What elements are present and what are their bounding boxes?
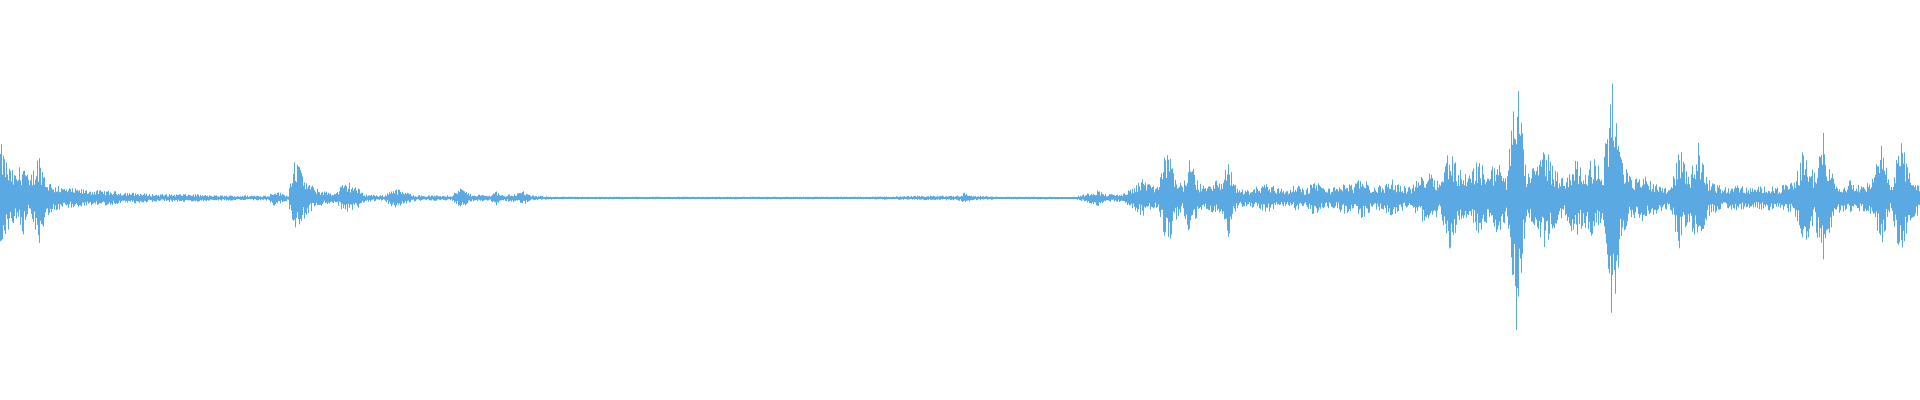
waveform-path	[0, 83, 1920, 330]
waveform-samples	[0, 83, 1920, 330]
